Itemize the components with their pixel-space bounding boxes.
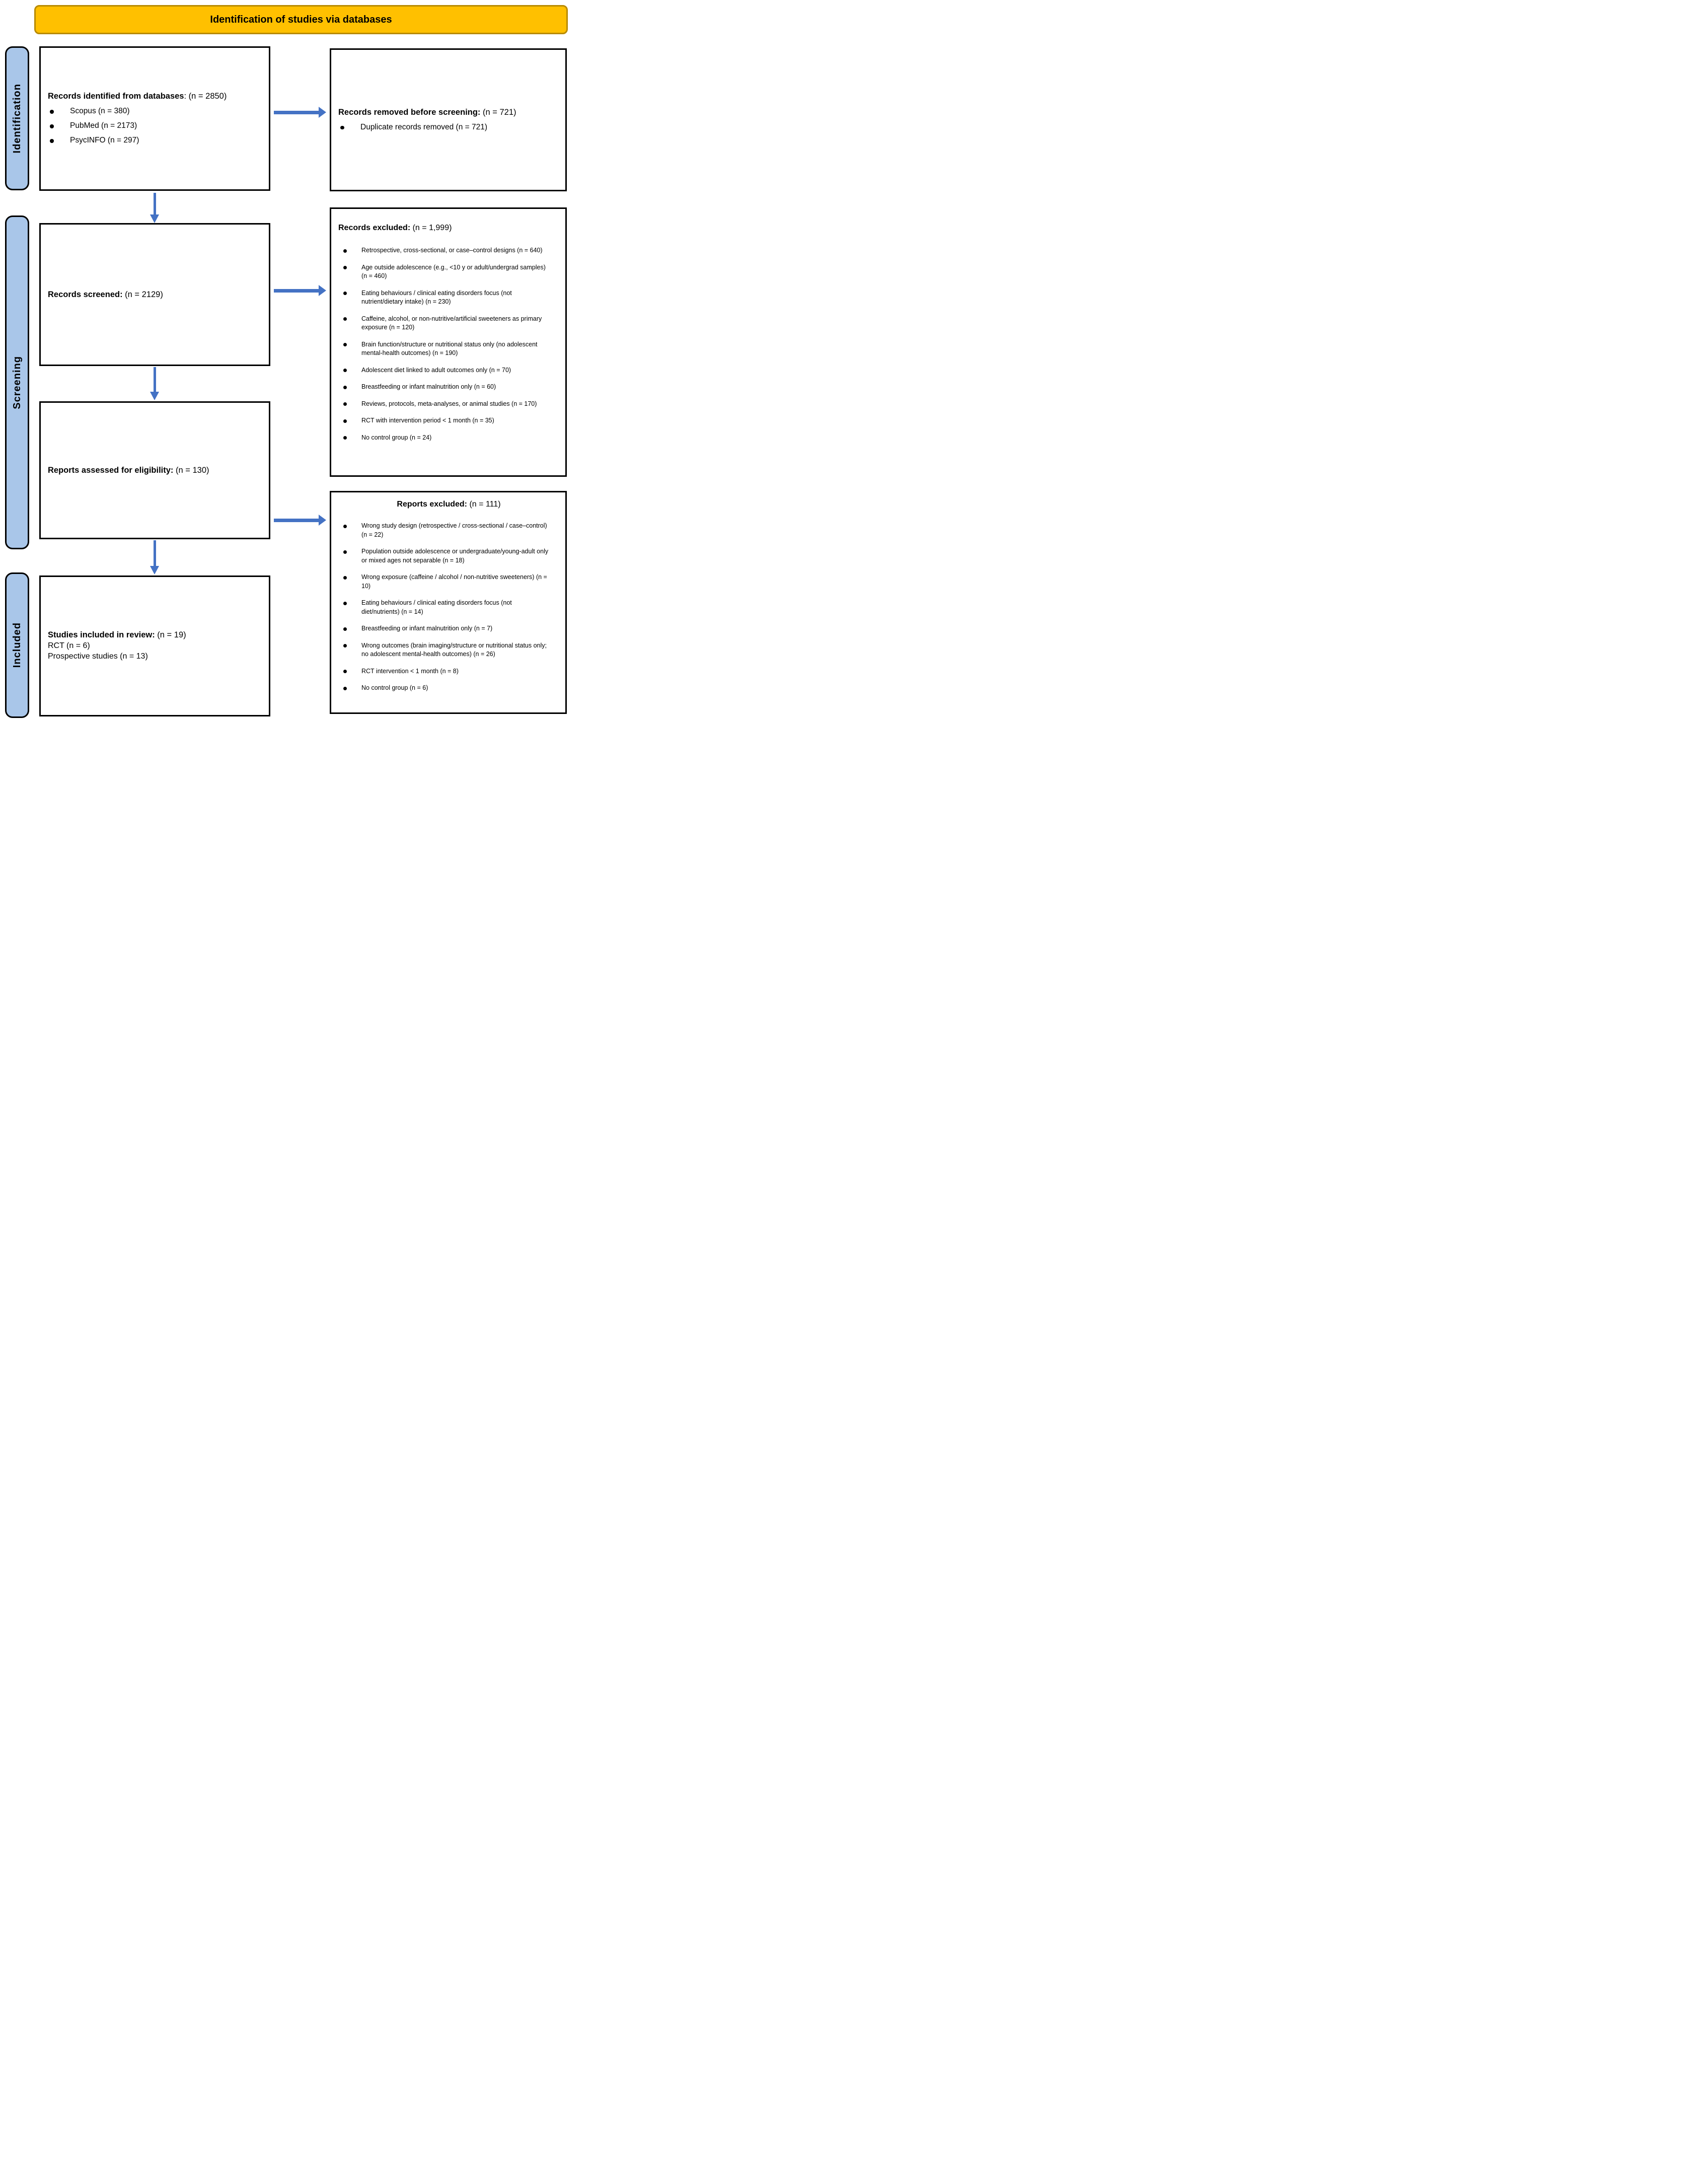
arrow-shaft xyxy=(274,110,319,114)
arrow-identified-to-removed xyxy=(274,107,326,118)
box-reports-assessed: Reports assessed for eligibility: (n = 1… xyxy=(39,401,270,539)
list-item: Retrospective, cross-sectional, or case–… xyxy=(338,246,559,255)
prisma-flow-diagram: Identification of studies via databases … xyxy=(0,0,569,721)
included-study-types: RCT (n = 6) Prospective studies (n = 13) xyxy=(48,640,264,662)
list-item: RCT with intervention period < 1 month (… xyxy=(338,416,559,425)
list-item: Eating behaviours / clinical eating diso… xyxy=(338,599,559,616)
arrow-shaft xyxy=(153,540,156,566)
list-item: PubMed (n = 2173) xyxy=(48,121,264,131)
arrow-screened-to-assessed xyxy=(150,367,159,400)
list-item: Eating behaviours / clinical eating diso… xyxy=(338,289,559,307)
list-item: Duplicate records removed (n = 721) xyxy=(338,122,560,132)
list-item: Adolescent diet linked to adult outcomes… xyxy=(338,366,559,375)
box-title: Records removed before screening: (n = 7… xyxy=(338,108,516,117)
stage-label-screening: Screening xyxy=(5,215,29,549)
arrow-head-icon xyxy=(150,214,159,223)
database-list: Scopus (n = 380) PubMed (n = 2173) PsycINF… xyxy=(48,102,264,146)
list-item: Wrong study design (retrospective / cros… xyxy=(338,522,559,539)
stage-label-text: Identification xyxy=(11,83,23,154)
box-title: Records identified from databases: (n = … xyxy=(48,92,227,101)
arrow-head-icon xyxy=(319,515,326,526)
arrow-head-icon xyxy=(319,285,326,296)
banner-title: Identification of studies via databases xyxy=(210,14,392,25)
arrow-shaft xyxy=(274,518,319,522)
box-title: Studies included in review: (n = 19) xyxy=(48,630,186,640)
box-records-removed: Records removed before screening: (n = 7… xyxy=(330,48,567,191)
list-item: No control group (n = 24) xyxy=(338,434,559,443)
list-item: Scopus (n = 380) xyxy=(48,106,264,116)
box-records-identified: Records identified from databases: (n = … xyxy=(39,46,270,191)
records-excluded-reasons-list: Retrospective, cross-sectional, or case–… xyxy=(338,238,559,442)
list-item: Population outside adolescence or underg… xyxy=(338,547,559,565)
box-title: Reports excluded: (n = 111) xyxy=(397,500,501,509)
stage-label-included: Included xyxy=(5,572,29,718)
arrow-head-icon xyxy=(150,566,159,574)
arrow-head-icon xyxy=(319,107,326,118)
list-item: Wrong outcomes (brain imaging/structure … xyxy=(338,641,559,659)
list-item: Breastfeeding or infant malnutrition onl… xyxy=(338,383,559,392)
box-title: Records excluded: (n = 1,999) xyxy=(338,224,452,232)
stage-label-identification: Identification xyxy=(5,46,29,190)
list-item: RCT intervention < 1 month (n = 8) xyxy=(338,667,559,676)
arrow-screened-to-excluded xyxy=(274,285,326,296)
box-title: Records screened: (n = 2129) xyxy=(48,290,163,299)
list-item: Age outside adolescence (e.g., <10 y or … xyxy=(338,263,559,281)
list-item: Reviews, protocols, meta-analyses, or an… xyxy=(338,400,559,409)
reports-excluded-reasons-list: Wrong study design (retrospective / cros… xyxy=(338,514,559,693)
box-records-screened: Records screened: (n = 2129) xyxy=(39,223,270,366)
arrow-shaft xyxy=(153,367,156,392)
removed-reasons-list: Duplicate records removed (n = 721) xyxy=(338,118,560,132)
box-records-excluded: Records excluded: (n = 1,999) Retrospect… xyxy=(330,207,567,477)
list-item: PsycINFO (n = 297) xyxy=(48,135,264,146)
box-reports-excluded: Reports excluded: (n = 111) Wrong study … xyxy=(330,491,567,714)
list-item: Caffeine, alcohol, or non-nutritive/arti… xyxy=(338,315,559,332)
arrow-assessed-to-excluded xyxy=(274,515,326,526)
list-item: Breastfeeding or infant malnutrition onl… xyxy=(338,624,559,633)
box-title: Reports assessed for eligibility: (n = 1… xyxy=(48,465,209,475)
list-item: RCT (n = 6) xyxy=(48,641,90,650)
arrow-head-icon xyxy=(150,392,159,400)
banner: Identification of studies via databases xyxy=(34,5,568,34)
stage-label-text: Screening xyxy=(11,355,23,409)
box-studies-included: Studies included in review: (n = 19) RCT… xyxy=(39,575,270,716)
list-item: No control group (n = 6) xyxy=(338,684,559,693)
arrow-shaft xyxy=(274,289,319,293)
stage-label-text: Included xyxy=(11,622,23,668)
arrow-identified-to-screened xyxy=(150,193,159,223)
list-item: Prospective studies (n = 13) xyxy=(48,652,148,661)
arrow-assessed-to-included xyxy=(150,540,159,574)
list-item: Wrong exposure (caffeine / alcohol / non… xyxy=(338,573,559,591)
list-item: Brain function/structure or nutritional … xyxy=(338,340,559,358)
arrow-shaft xyxy=(153,193,156,214)
